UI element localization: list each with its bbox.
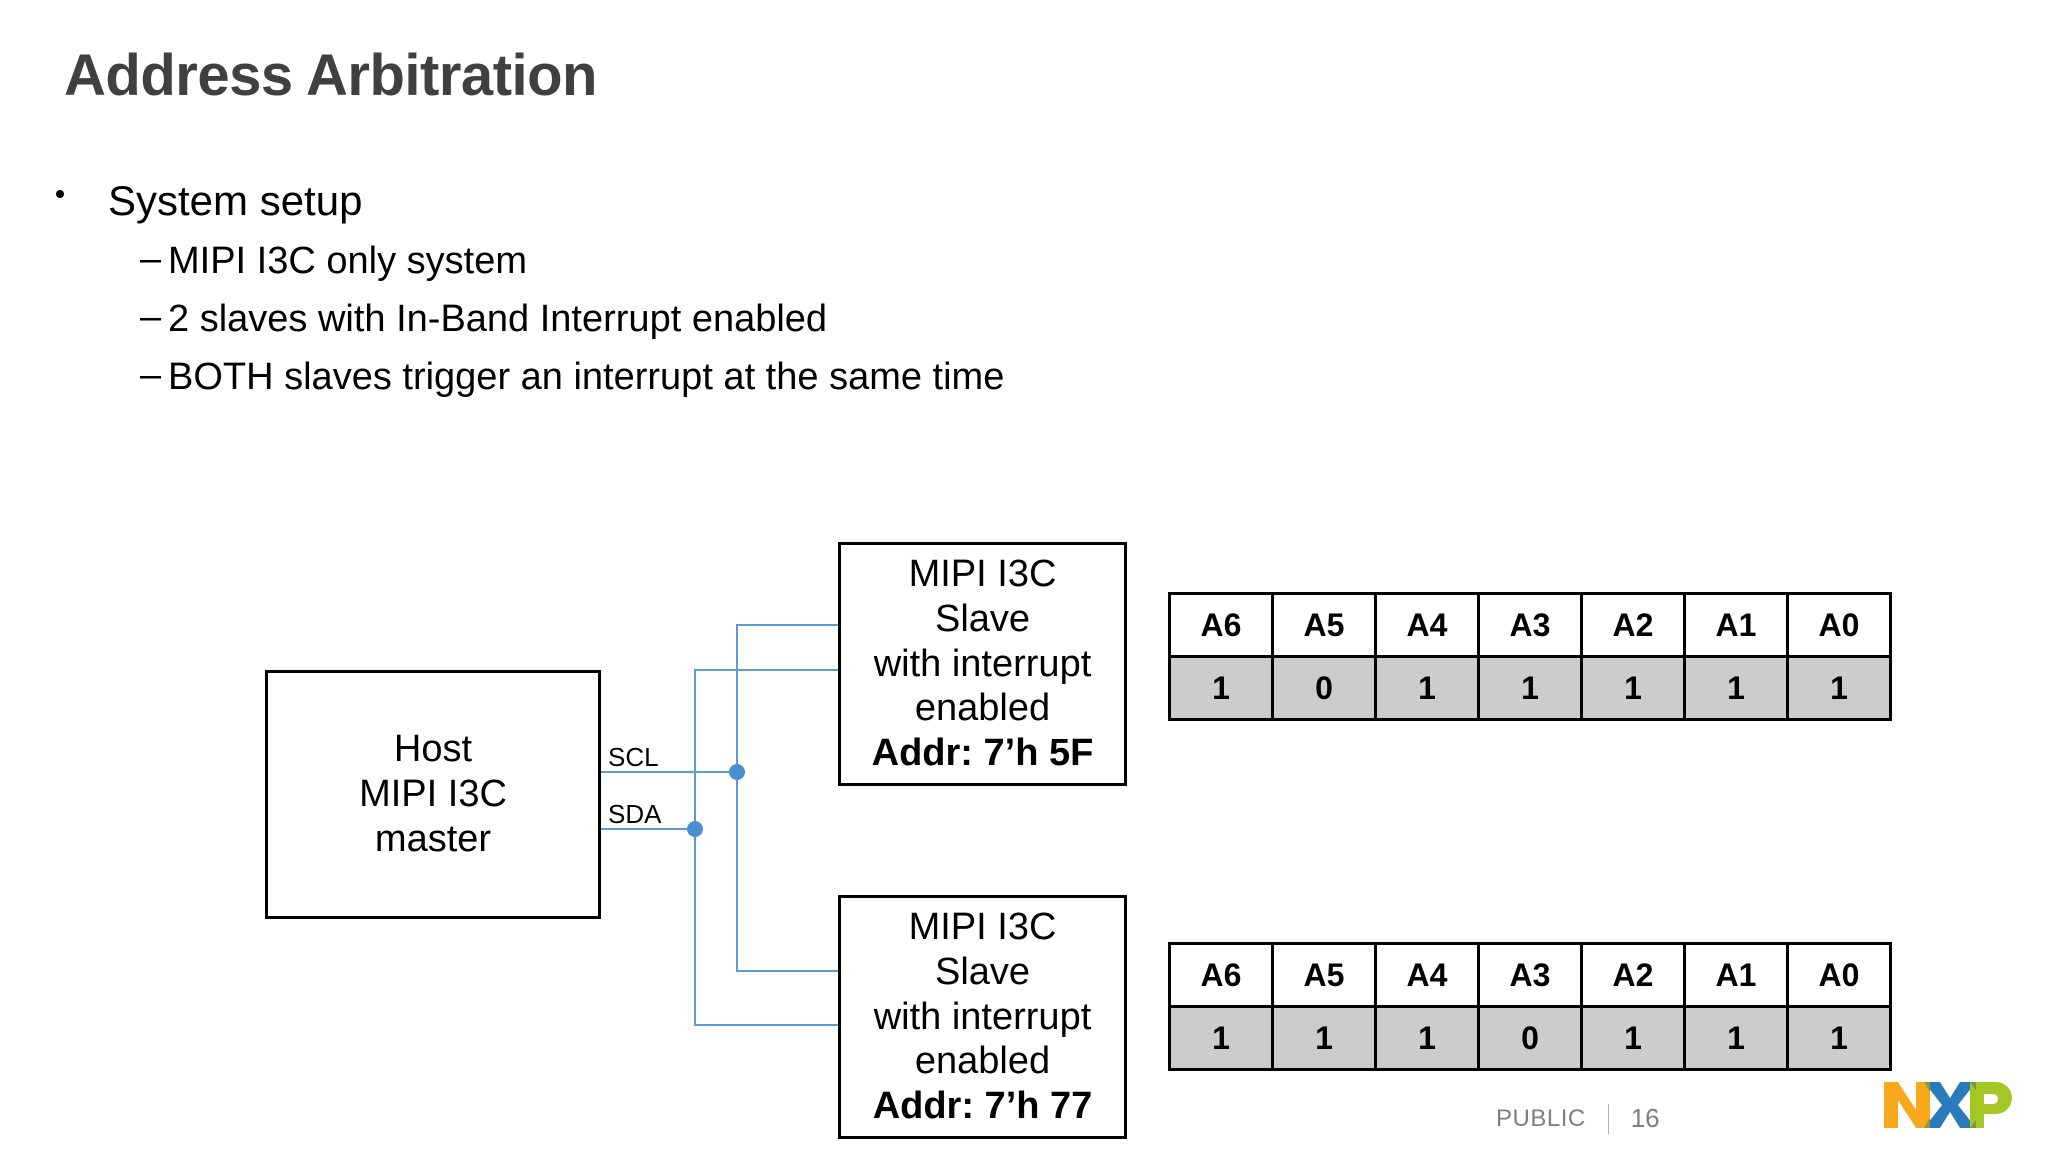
wire-scl-host <box>601 771 745 773</box>
page-title: Address Arbitration <box>64 43 597 108</box>
bullet-item-level2: – 2 slaves with In-Band Interrupt enable… <box>56 295 1356 342</box>
classification-label: PUBLIC <box>1496 1104 1586 1132</box>
table-header-cell: A3 <box>1477 592 1583 658</box>
bullet-dash-icon: – <box>140 295 162 338</box>
slave-line: MIPI I3C <box>908 552 1057 595</box>
table-value-cell: 1 <box>1271 1005 1377 1071</box>
host-line: master <box>374 817 492 860</box>
slave-line: with interrupt <box>873 642 1092 685</box>
table-row: 1 0 1 1 1 1 1 <box>1168 655 1892 721</box>
table-row: 1 1 1 0 1 1 1 <box>1168 1005 1892 1071</box>
slide-footer: PUBLIC 16 <box>1496 1103 1660 1134</box>
slave-line: with interrupt <box>873 995 1092 1038</box>
bullet-dash-icon: – <box>140 238 162 281</box>
slave-address-label: Addr: 7’h 77 <box>872 1085 1093 1128</box>
table-header-cell: A2 <box>1580 942 1686 1008</box>
slave-box-bottom: MIPI I3C Slave with interrupt enabled Ad… <box>838 895 1127 1139</box>
bullet-item-level2: – MIPI I3C only system <box>56 238 1356 284</box>
slave-line: Slave <box>934 950 1031 993</box>
slave-line: enabled <box>914 687 1051 730</box>
table-header-cell: A0 <box>1786 592 1892 658</box>
nxp-logo-icon <box>1884 1082 2012 1128</box>
footer-divider <box>1607 1103 1609 1134</box>
bullet-text: MIPI I3C only system <box>168 240 527 283</box>
table-header-cell: A0 <box>1786 942 1892 1008</box>
table-value-cell: 1 <box>1683 1005 1789 1071</box>
address-bits-table-top: A6 A5 A4 A3 A2 A1 A0 1 0 1 1 1 1 1 <box>1168 592 1892 721</box>
junction-dot-sda <box>687 821 703 837</box>
table-header-cell: A2 <box>1580 592 1686 658</box>
table-value-cell: 1 <box>1374 1005 1480 1071</box>
bullet-text: 2 slaves with In-Band Interrupt enabled <box>168 297 828 340</box>
table-value-cell: 1 <box>1580 655 1686 721</box>
host-line: MIPI I3C <box>359 773 507 816</box>
slave-line: MIPI I3C <box>908 905 1057 948</box>
bullet-list: System setup – MIPI I3C only system – 2 … <box>56 177 1356 413</box>
table-row: A6 A5 A4 A3 A2 A1 A0 <box>1168 592 1892 658</box>
bullet-item-level2: – BOTH slaves trigger an interrupt at th… <box>56 353 1356 400</box>
bullet-item-level1: System setup <box>56 177 1356 224</box>
address-bits-table-bottom: A6 A5 A4 A3 A2 A1 A0 1 1 1 0 1 1 1 <box>1168 942 1892 1071</box>
wire-sda-slave-top <box>694 669 840 671</box>
table-value-cell: 1 <box>1786 655 1892 721</box>
table-value-cell: 0 <box>1477 1005 1583 1071</box>
table-header-cell: A1 <box>1683 942 1789 1008</box>
table-header-cell: A6 <box>1168 942 1274 1008</box>
wire-scl-slave-bottom <box>736 970 840 972</box>
slave-line: Slave <box>934 597 1031 640</box>
host-line: Host <box>393 728 473 771</box>
table-value-cell: 1 <box>1168 1005 1274 1071</box>
table-header-cell: A4 <box>1374 592 1480 658</box>
host-master-box: Host MIPI I3C master <box>265 670 601 919</box>
bullet-dash-icon: – <box>140 353 162 396</box>
table-value-cell: 1 <box>1374 655 1480 721</box>
wire-sda-trunk <box>694 669 696 1026</box>
bullet-dot-icon <box>56 190 64 198</box>
table-value-cell: 1 <box>1683 655 1789 721</box>
table-header-cell: A6 <box>1168 592 1274 658</box>
page-number: 16 <box>1630 1103 1660 1133</box>
slave-box-top: MIPI I3C Slave with interrupt enabled Ad… <box>838 542 1127 786</box>
table-header-cell: A4 <box>1374 942 1480 1008</box>
table-value-cell: 1 <box>1580 1005 1686 1071</box>
slave-line: enabled <box>914 1040 1051 1083</box>
table-header-cell: A3 <box>1477 942 1583 1008</box>
junction-dot-scl <box>729 764 745 780</box>
table-value-cell: 1 <box>1168 655 1274 721</box>
table-value-cell: 0 <box>1271 655 1377 721</box>
wire-sda-slave-bottom <box>694 1024 840 1026</box>
bus-label-sda: SDA <box>608 799 662 829</box>
table-header-cell: A5 <box>1271 942 1377 1008</box>
table-row: A6 A5 A4 A3 A2 A1 A0 <box>1168 942 1892 1008</box>
bullet-text: System setup <box>108 177 363 224</box>
wire-sda-host <box>601 828 703 830</box>
table-header-cell: A1 <box>1683 592 1789 658</box>
table-value-cell: 1 <box>1786 1005 1892 1071</box>
table-header-cell: A5 <box>1271 592 1377 658</box>
wire-scl-trunk <box>736 624 738 972</box>
wire-scl-slave-top <box>736 624 840 626</box>
bus-label-scl: SCL <box>608 742 659 772</box>
slave-address-label: Addr: 7’h 5F <box>871 732 1094 775</box>
bullet-text: BOTH slaves trigger an interrupt at the … <box>168 355 1005 398</box>
table-value-cell: 1 <box>1477 655 1583 721</box>
